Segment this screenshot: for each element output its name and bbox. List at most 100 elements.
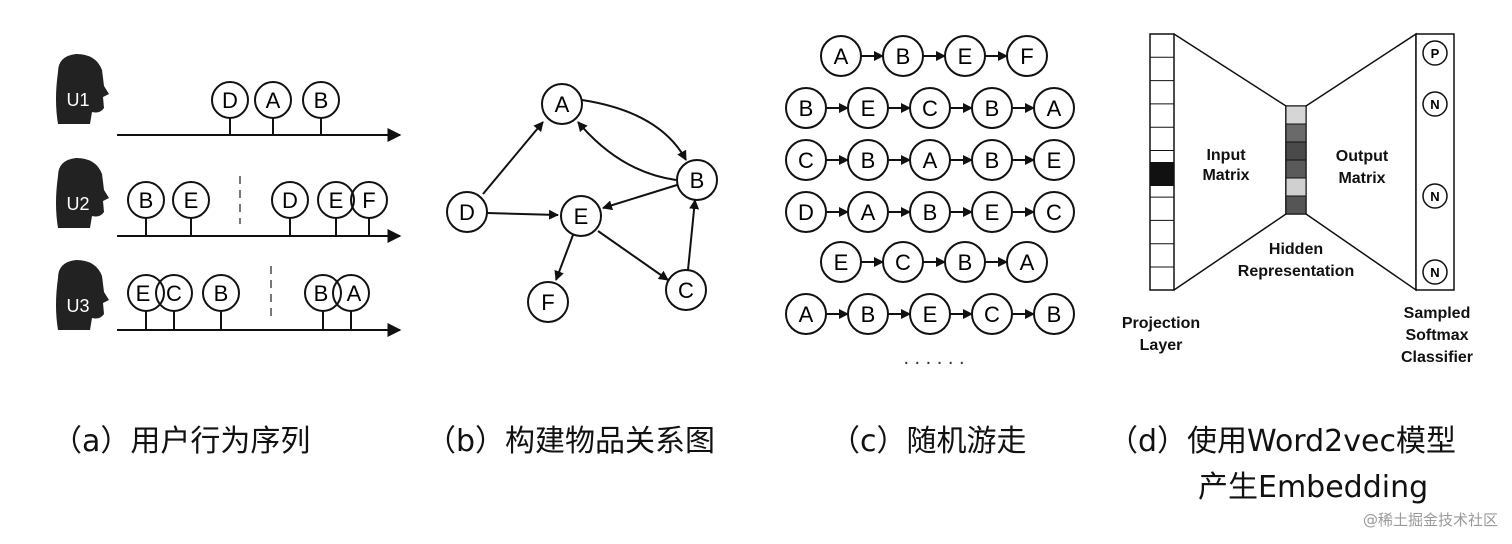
svg-text:A: A xyxy=(555,92,570,117)
svg-text:F: F xyxy=(541,290,554,315)
u3-item: B xyxy=(202,274,240,330)
input-matrix-label: Input xyxy=(1206,147,1246,164)
output-matrix-label: Output xyxy=(1336,148,1389,165)
graph-node: A xyxy=(541,83,583,125)
walk-node: B xyxy=(785,87,827,129)
svg-text:B: B xyxy=(690,168,705,193)
output-matrix-label: Matrix xyxy=(1338,170,1385,187)
u1-item: D xyxy=(211,81,249,135)
walk-node: F xyxy=(1006,35,1048,77)
graph-edge xyxy=(554,234,574,281)
u2-item: F xyxy=(350,181,388,236)
user-label: U3 xyxy=(66,296,89,316)
active-input-cell xyxy=(1150,162,1174,186)
svg-text:D: D xyxy=(222,88,238,113)
graph-edge xyxy=(581,99,687,161)
panel-b-item-graph: A B D E F C xyxy=(446,83,718,323)
u3-item: E xyxy=(127,274,165,330)
svg-text:N: N xyxy=(1430,97,1439,112)
svg-text:E: E xyxy=(329,188,344,213)
walk-node: B xyxy=(909,191,951,233)
walk-node: A xyxy=(785,293,827,335)
walk-node-label: C xyxy=(895,250,911,275)
walk-node-label: E xyxy=(958,44,973,69)
walk-node: E xyxy=(944,35,986,77)
svg-text:B: B xyxy=(214,281,229,306)
walk-node: E xyxy=(847,87,889,129)
classifier-label: Sampled xyxy=(1404,305,1471,322)
walk-node-label: F xyxy=(1020,44,1033,69)
walk-node: B xyxy=(971,139,1013,181)
graph-node: D xyxy=(446,191,488,233)
projection-layer xyxy=(1149,33,1175,291)
graph-edge xyxy=(577,121,677,181)
user-head-icon: U1 xyxy=(56,54,109,124)
walk-node: B xyxy=(882,35,924,77)
output-node: P xyxy=(1422,40,1448,66)
u2-item: E xyxy=(172,181,210,236)
user-label: U2 xyxy=(66,194,89,214)
svg-text:E: E xyxy=(184,188,199,213)
walk-node-label: B xyxy=(861,302,876,327)
walk-node-label: B xyxy=(985,96,1000,121)
user-head-icon: U3 xyxy=(56,260,109,330)
u2-item: E xyxy=(317,181,355,236)
panel-d-word2vec: P N N N Input Matrix Output Matrix Hidde… xyxy=(1122,32,1473,366)
walk-node: A xyxy=(909,139,951,181)
walk-node-label: A xyxy=(923,148,938,173)
walk-node-label: C xyxy=(984,302,1000,327)
walk-node: B xyxy=(847,139,889,181)
panel-a-user-sequences: U1 U2 U3 D A B xyxy=(56,54,402,337)
u3-item: A xyxy=(332,274,370,330)
walk-node: C xyxy=(909,87,951,129)
graph-node: B xyxy=(676,159,718,201)
walk-node: C xyxy=(971,293,1013,335)
u1-item: A xyxy=(254,81,292,135)
walk-node-label: E xyxy=(1047,148,1062,173)
svg-text:D: D xyxy=(282,188,298,213)
svg-text:C: C xyxy=(678,278,694,303)
walk-node: C xyxy=(785,139,827,181)
walk-node: B xyxy=(971,87,1013,129)
walk-node-label: B xyxy=(958,250,973,275)
watermark: @稀土掘金技术社区 xyxy=(1362,511,1498,529)
svg-text:E: E xyxy=(574,204,589,229)
graph-edge xyxy=(486,209,559,220)
walk-node-label: A xyxy=(1047,96,1062,121)
output-node: N xyxy=(1422,183,1448,209)
hidden-representation xyxy=(1285,105,1307,215)
walk-node: A xyxy=(847,191,889,233)
walk-node: B xyxy=(847,293,889,335)
svg-text:C: C xyxy=(166,281,182,306)
walk-node-label: C xyxy=(922,96,938,121)
walk-node-label: E xyxy=(861,96,876,121)
walk-node-label: E xyxy=(923,302,938,327)
walk-node: E xyxy=(820,241,862,283)
walk-node: D xyxy=(785,191,827,233)
svg-text:B: B xyxy=(314,88,329,113)
classifier-label: Classifier xyxy=(1401,349,1473,366)
caption-d-line1: （d）使用Word2vec模型 xyxy=(1108,424,1456,459)
walk-node: E xyxy=(1033,139,1075,181)
walk-node-label: A xyxy=(834,44,849,69)
walk-node: A xyxy=(820,35,862,77)
walk-node-label: B xyxy=(861,148,876,173)
graph-edge xyxy=(687,199,700,271)
walk-node-label: B xyxy=(799,96,814,121)
graph-node: E xyxy=(560,195,602,237)
walk-node: A xyxy=(1033,87,1075,129)
hidden-label: Representation xyxy=(1238,263,1354,280)
walk-node: E xyxy=(971,191,1013,233)
walk-node-label: D xyxy=(798,200,814,225)
u3-item: C xyxy=(155,274,193,330)
walk-node-label: C xyxy=(798,148,814,173)
walk-node-label: E xyxy=(834,250,849,275)
svg-text:E: E xyxy=(136,281,151,306)
svg-text:D: D xyxy=(459,200,475,225)
graph-edge xyxy=(602,184,678,211)
